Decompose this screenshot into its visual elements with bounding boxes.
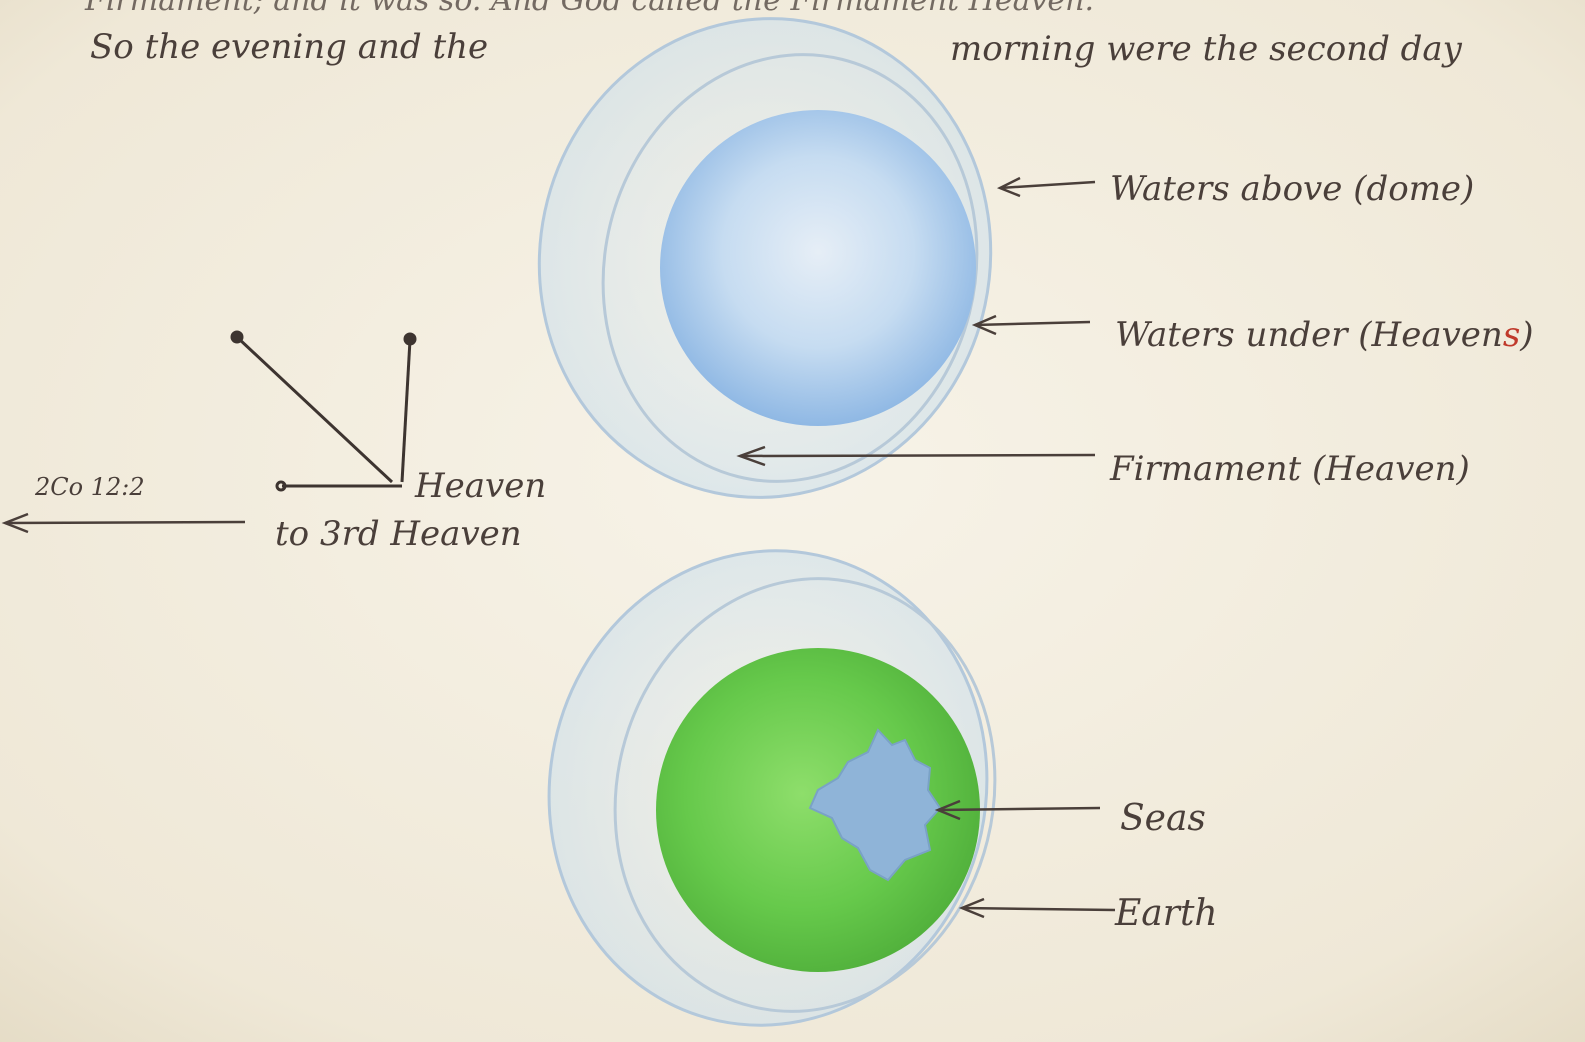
label-waters-under-close: ) xyxy=(1519,315,1533,355)
branch-dot-right xyxy=(405,334,415,344)
waters-under-sphere xyxy=(660,110,976,426)
label-third-heaven: to 3rd Heaven xyxy=(275,514,522,554)
label-waters-under-red-s: s xyxy=(1503,315,1520,355)
label-waters-above: Waters above (dome) xyxy=(1110,169,1474,209)
header-line-2-left: So the evening and the xyxy=(90,27,488,67)
label-earth: Earth xyxy=(1114,893,1218,934)
label-seas: Seas xyxy=(1120,798,1206,839)
label-firmament: Firmament (Heaven) xyxy=(1109,449,1470,489)
label-waters-under: Waters under (Heavens) xyxy=(1115,315,1534,355)
label-waters-under-text: Waters under (Heaven xyxy=(1115,315,1503,355)
scripture-reference: 2Co 12:2 xyxy=(34,473,145,501)
header-line-2-right: morning were the second day xyxy=(950,29,1463,69)
label-heaven: Heaven xyxy=(414,466,546,506)
branch-dot-left xyxy=(232,332,242,342)
header-line-1: Firmament; and it was so. And God called… xyxy=(84,0,1094,18)
